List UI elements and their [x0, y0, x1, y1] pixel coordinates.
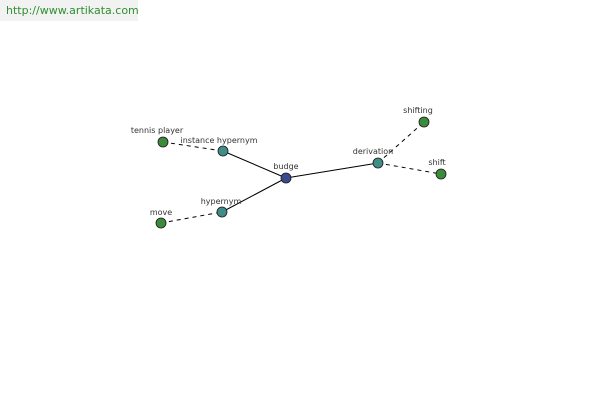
label-budge: budge [273, 162, 298, 171]
edge-derivation [285, 162, 379, 179]
label-instance-hypernym: instance hypernym [181, 136, 258, 145]
edge-shift [377, 162, 442, 175]
node-shifting[interactable] [418, 116, 430, 128]
label-hypernym: hypernym [201, 197, 242, 206]
node-move[interactable] [155, 217, 167, 229]
edge-hypernym [221, 177, 287, 213]
url-banner[interactable]: http://www.artikata.com [0, 0, 139, 21]
edge-tennis-player [162, 141, 224, 152]
label-move: move [150, 208, 172, 217]
node-instance-hypernym[interactable] [217, 145, 229, 157]
edge-shifting [377, 121, 425, 164]
label-shift: shift [428, 158, 445, 167]
node-derivation[interactable] [372, 157, 384, 169]
label-tennis-player: tennis player [131, 126, 184, 135]
node-tennis-player[interactable] [157, 136, 169, 148]
edge-move [160, 211, 223, 224]
node-hypernym[interactable] [216, 206, 228, 218]
edge-instance-hypernym [222, 150, 287, 179]
node-budge[interactable] [280, 172, 292, 184]
label-derivation: derivation [353, 147, 393, 156]
label-shifting: shifting [403, 106, 433, 115]
node-shift[interactable] [435, 168, 447, 180]
